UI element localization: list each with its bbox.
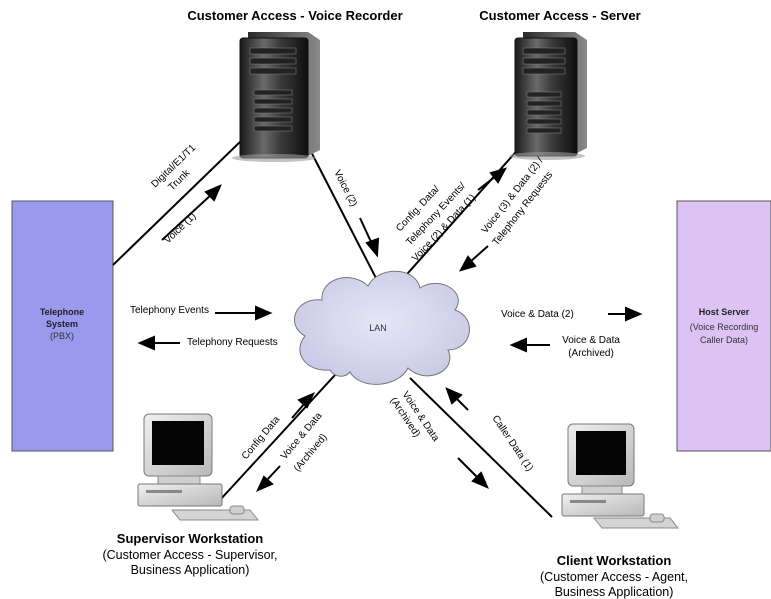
telephone-system-box[interactable]: [11, 200, 114, 452]
voice-recorder-tower[interactable]: [232, 32, 320, 162]
client-subtitle-2: Business Application): [555, 585, 674, 599]
supervisor-subtitle-2: Business Application): [131, 563, 250, 577]
link-lan-server: [399, 144, 523, 283]
voice-2-label: Voice (2): [331, 168, 359, 208]
host-server-box[interactable]: [676, 200, 771, 452]
voice-1-label: Voice (1): [162, 211, 198, 246]
voice-data-2-label: Voice & Data (2): [501, 309, 574, 320]
arrow-voice-data-archived-host: [509, 337, 550, 353]
telephone-system-label-1: Telephone: [40, 307, 84, 317]
telephony-requests-label: Telephony Requests: [187, 337, 278, 348]
arrow-supervisor-voice-data: [256, 465, 281, 492]
arrow-config-events: [477, 167, 508, 191]
supervisor-title: Supervisor Workstation: [117, 531, 263, 546]
lan-label: LAN: [369, 323, 387, 333]
supervisor-pc[interactable]: [137, 413, 260, 521]
client-subtitle-1: (Customer Access - Agent,: [540, 570, 688, 584]
link-recorder-lan: [304, 139, 379, 283]
link-lan-client: [409, 377, 553, 518]
host-server-label-2: (Voice Recording: [690, 322, 759, 332]
arrow-client-voice-data: [457, 457, 489, 489]
client-pc[interactable]: [561, 423, 680, 529]
arrow-voice-data-2: [608, 306, 643, 322]
server-tower[interactable]: [509, 32, 587, 160]
host-server-label-3: Caller Data): [700, 335, 748, 345]
arrow-supervisor-config: [291, 392, 315, 419]
host-archived-label-1: Voice & Data: [562, 335, 620, 346]
telephony-events-label: Telephony Events: [130, 305, 209, 316]
server-title: Customer Access - Server: [479, 8, 640, 23]
telephone-system-label-2: System: [46, 319, 78, 329]
voice-recorder-title: Customer Access - Voice Recorder: [187, 8, 402, 23]
arrow-telephony-events: [215, 305, 273, 321]
arrow-voice-data-requests: [458, 245, 489, 272]
host-archived-label-2: (Archived): [568, 348, 614, 359]
arrow-telephony-requests: [137, 335, 180, 351]
supervisor-subtitle-1: (Customer Access - Supervisor,: [102, 548, 277, 562]
telephone-system-label-3: (PBX): [50, 331, 74, 341]
link-lan-supervisor: [219, 374, 336, 501]
caller-data-label: Caller Data (1): [490, 414, 535, 474]
client-title: Client Workstation: [557, 553, 672, 568]
arrow-voice-2: [359, 217, 380, 258]
arrow-client-caller-data: [445, 387, 469, 411]
host-server-label-1: Host Server: [699, 307, 750, 317]
lan-cloud[interactable]: LAN: [294, 270, 470, 385]
link-pbx-recorder: [112, 139, 243, 266]
arrow-voice-1: [161, 184, 222, 241]
